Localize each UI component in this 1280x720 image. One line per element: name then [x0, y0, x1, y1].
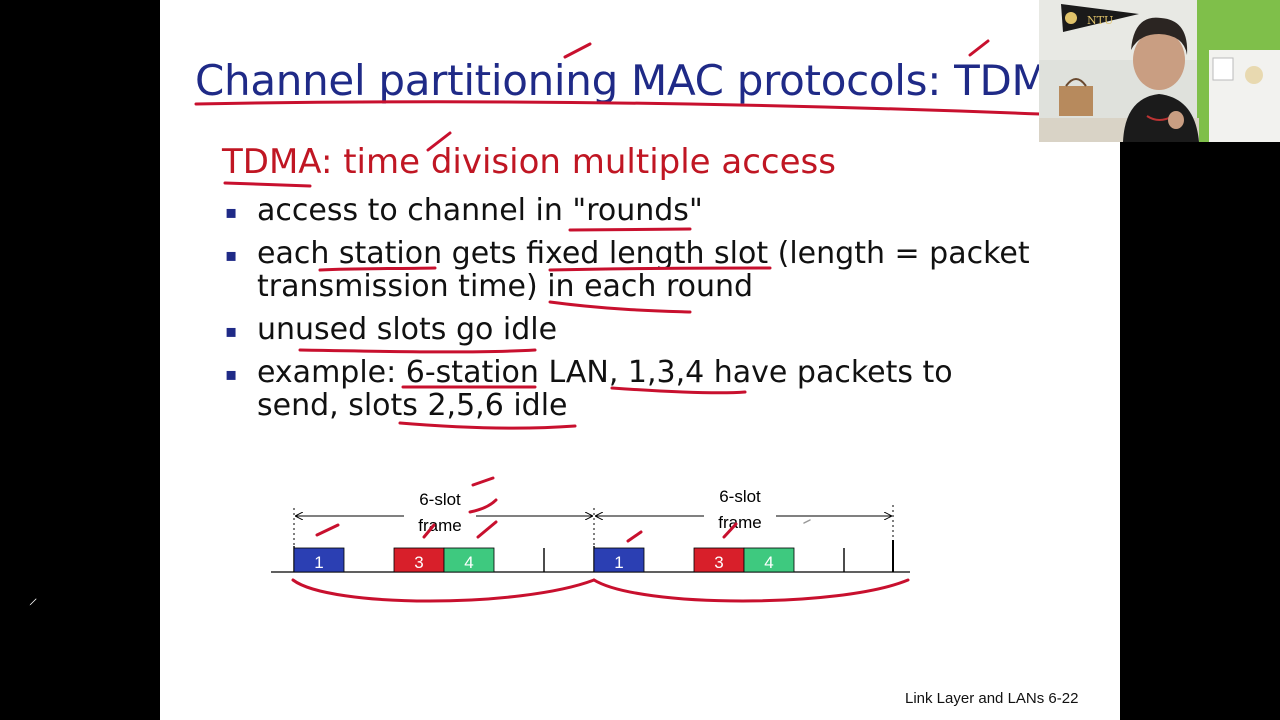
- slot-label: 1: [314, 553, 323, 572]
- bullet-text: access to channel in "rounds": [257, 193, 703, 228]
- slot-label: 1: [614, 553, 623, 572]
- slide-title: Channel partitioning MAC protocols: TDMA: [195, 56, 1076, 105]
- slide-footer: Link Layer and LANs 6-22: [905, 690, 1079, 707]
- frame-label: frame: [418, 516, 461, 535]
- slot-4: [743, 547, 795, 573]
- slide-subtitle: TDMA: time division multiple access: [222, 142, 836, 182]
- bullet-text-continued: transmission time) in each round: [257, 269, 754, 304]
- slot-1: [293, 547, 345, 573]
- bullet-marker: ▪: [225, 321, 238, 342]
- bullet-text: example: 6-station LAN, 1,3,4 have packe…: [257, 355, 953, 390]
- bullet-marker: ▪: [225, 245, 238, 266]
- slot-3: [693, 547, 745, 573]
- bullet-text: unused slots go idle: [257, 312, 558, 347]
- frame-label: 6-slot: [419, 490, 461, 509]
- frame-label: 6-slot: [719, 487, 761, 506]
- bullet-text-continued: send, slots 2,5,6 idle: [257, 388, 568, 423]
- bullet-marker: ▪: [225, 364, 238, 385]
- frame-label: frame: [718, 513, 761, 532]
- slot-label: 4: [764, 553, 773, 572]
- slot-label: 4: [464, 553, 473, 572]
- ntu-pennant: [1061, 4, 1139, 32]
- tdma-diagram: 6-slot frame 6-slot frame 1 3 4 1 3 4: [271, 482, 910, 573]
- webcam-video: NTU: [1039, 0, 1280, 142]
- pennant-text: NTU: [1087, 14, 1113, 27]
- slot-label: 3: [714, 553, 723, 572]
- slot-label: 3: [414, 553, 423, 572]
- pen-cursor-icon: [28, 597, 38, 607]
- bullet-marker: ▪: [225, 202, 238, 223]
- slide: Channel partitioning MAC protocols: TDMA…: [160, 0, 1120, 720]
- slot-1: [593, 547, 645, 573]
- bullet-text: each station gets fixed length slot (len…: [257, 236, 1030, 271]
- slot-4: [443, 547, 495, 573]
